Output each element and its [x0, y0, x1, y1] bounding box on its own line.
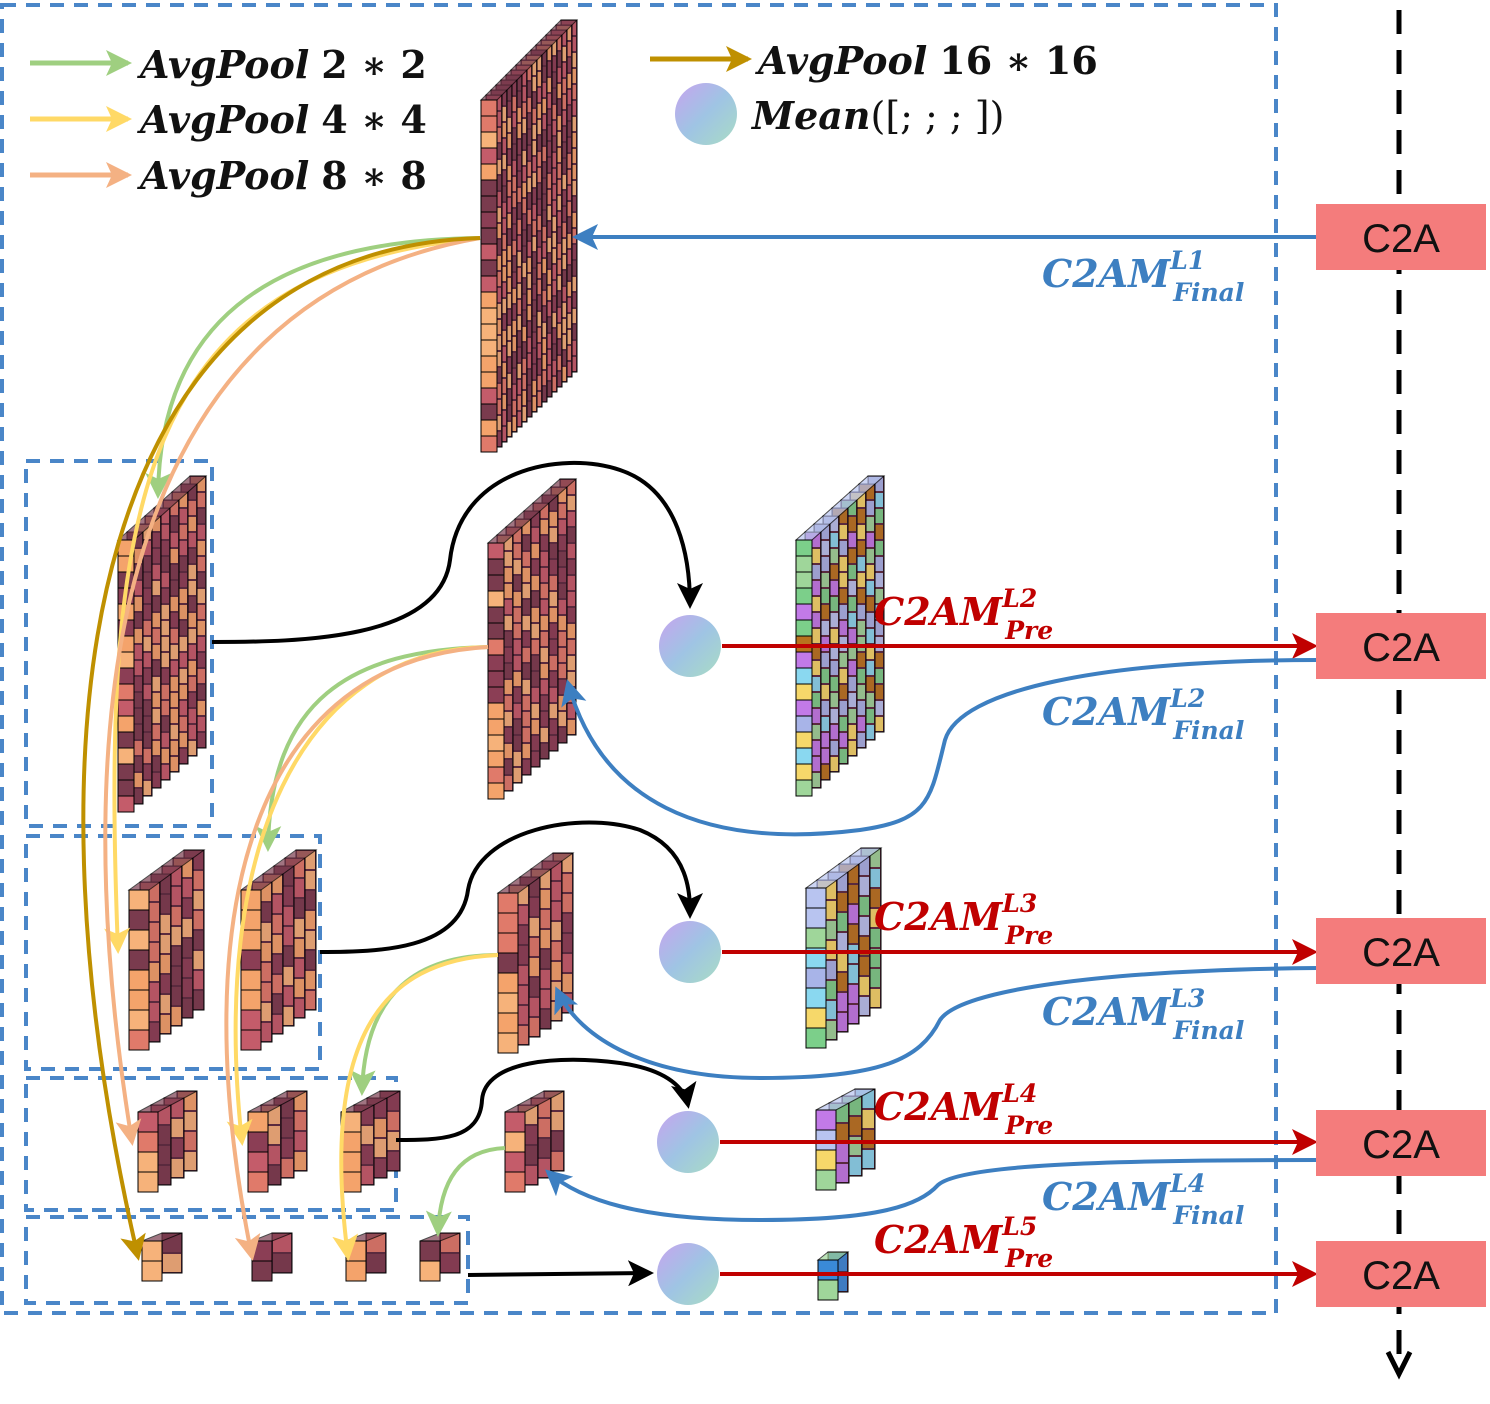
feature-map-l3-a [127, 849, 206, 1051]
c2a-blocks: C2A C2A C2A C2A C2A [1316, 204, 1486, 1307]
c2a-label-l4: C2A [1362, 1123, 1440, 1167]
feature-map-l2-a [116, 475, 208, 813]
mean-node-l2 [659, 615, 721, 677]
c2a-box-l3 [1316, 918, 1486, 984]
feature-map-l4-b [247, 1090, 308, 1193]
red-arrows [720, 633, 1318, 1287]
pool-arrow-green-l2 [255, 645, 489, 852]
feature-map-l4-a [137, 1090, 198, 1193]
concat-arrow-l2 [211, 460, 703, 644]
legend-mean-label: Mean([; ; ; ]) [750, 93, 1004, 138]
c2a-label-l1: C2A [1362, 217, 1440, 261]
c2a-label-l3: C2A [1362, 931, 1440, 975]
concat-arrow-l5 [467, 1260, 654, 1287]
feature-map-l3-b [239, 849, 318, 1051]
mean-nodes [657, 615, 721, 1305]
concat-arrow-l4 [395, 1057, 697, 1142]
legend-mean-icon [675, 83, 737, 145]
c2a-box-l2 [1316, 613, 1486, 679]
feature-map-l5-c [345, 1232, 387, 1282]
final-arrow-l2 [561, 658, 1319, 837]
feature-map-l4-d [504, 1090, 565, 1193]
pool-arrow-orange-l2 [224, 645, 489, 1261]
c2a-box-l4 [1316, 1110, 1486, 1176]
blue-arrows [544, 224, 1319, 1223]
feature-map-l4-c [340, 1090, 401, 1193]
feature-map-l5-b [251, 1232, 293, 1282]
final-arrow-l4 [544, 1158, 1319, 1223]
pool-arrows [81, 236, 506, 1261]
black-arrows [211, 460, 703, 1287]
concat-arrow-l3 [319, 820, 703, 954]
feature-map-l3-c [496, 852, 575, 1054]
feature-map-l5-d [419, 1232, 461, 1282]
c2a-label-l2: C2A [1362, 626, 1440, 670]
feature-map-l2-b [486, 478, 578, 800]
feature-map-l4-mean [815, 1088, 876, 1191]
c2a-box-l5 [1316, 1241, 1486, 1307]
c2a-box-l1 [1316, 204, 1486, 270]
backbone-arrow-icon [1385, 1350, 1413, 1380]
pool-arrow-green-l4 [425, 1146, 506, 1237]
pool-arrow-gold-l1 [81, 236, 481, 1261]
mean-node-l3 [659, 921, 721, 983]
final-arrow-l3 [554, 966, 1319, 1081]
feature-map-l1 [479, 19, 579, 453]
feature-map-l2-mean [794, 475, 886, 797]
c2a-label-l5: C2A [1362, 1254, 1440, 1298]
mean-node-l5 [657, 1243, 719, 1305]
pool-arrow-green-l3 [349, 953, 499, 1096]
feature-map-l3-mean [804, 847, 883, 1049]
feature-map-layer [116, 19, 886, 1301]
level5-dashed-box [24, 1215, 470, 1305]
pool-arrow-yellow-l3 [332, 953, 499, 1261]
feature-map-l5-a [141, 1232, 183, 1282]
pool-arrow-orange-l1 [103, 236, 481, 1146]
mean-node-l4 [657, 1111, 719, 1173]
